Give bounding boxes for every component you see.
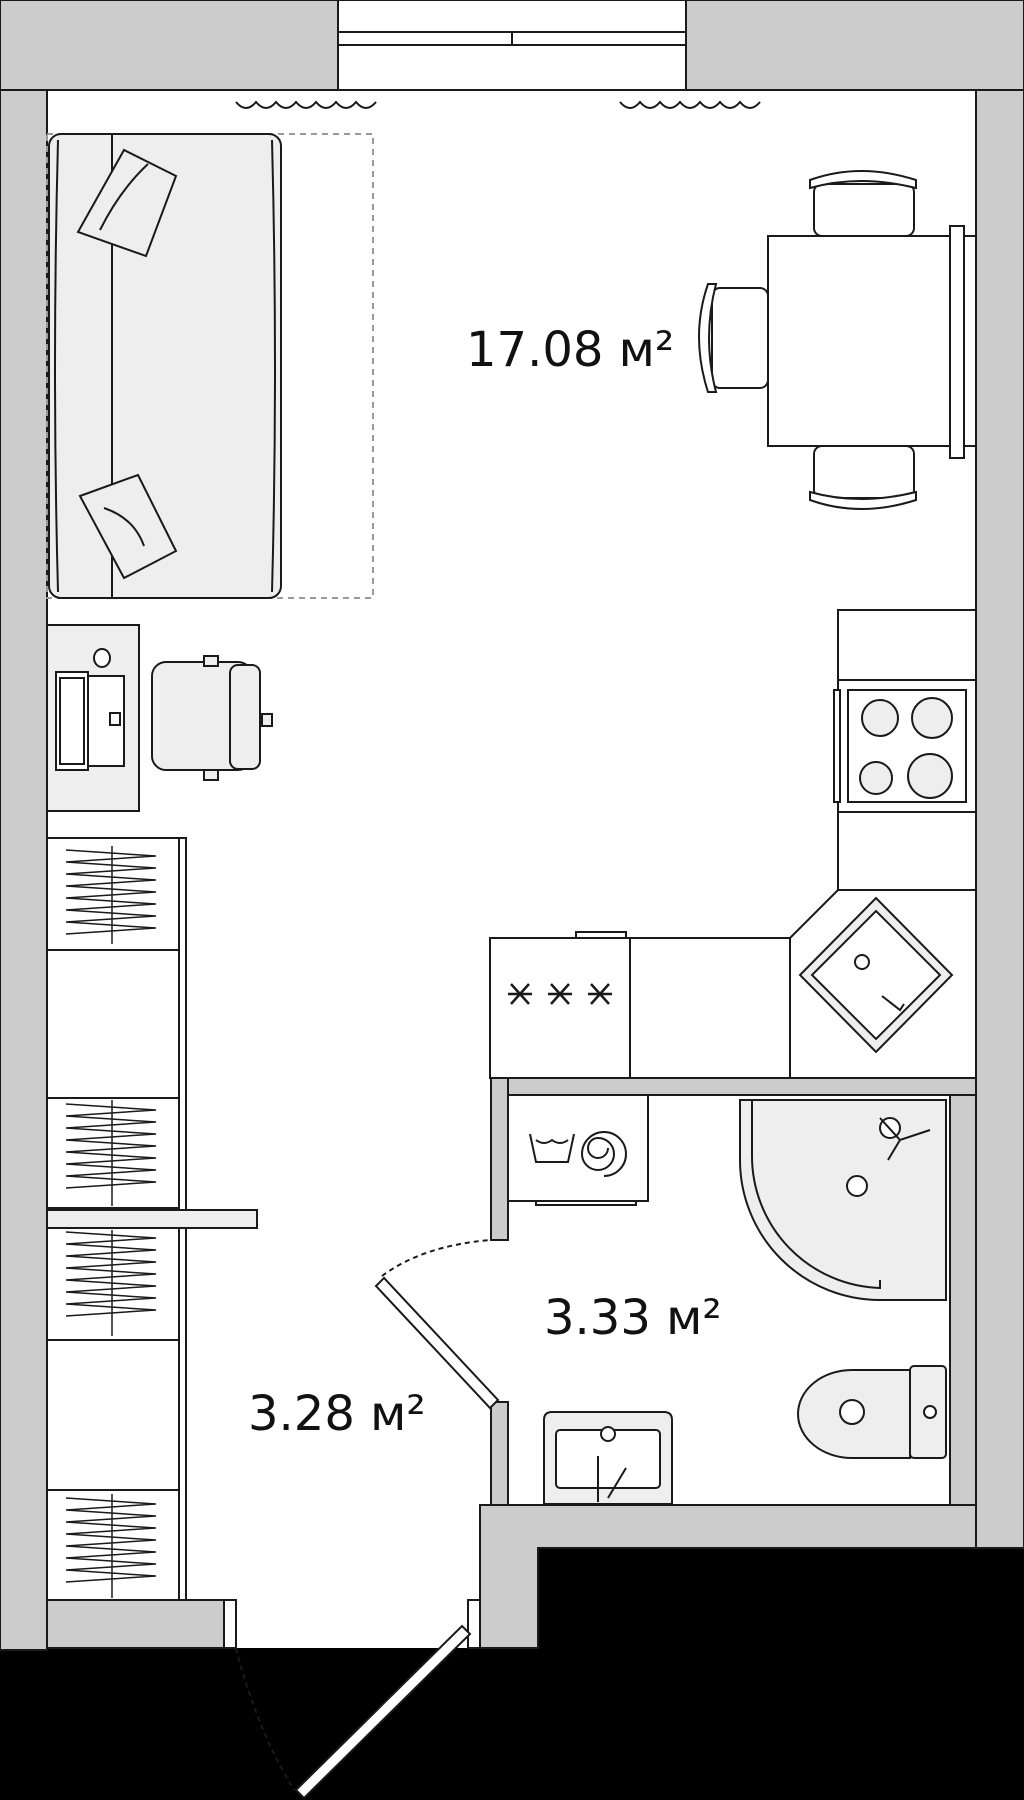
exterior-bottom bbox=[0, 1648, 1024, 1800]
curtain-right bbox=[619, 100, 761, 109]
living-room-area: 17.08 м² bbox=[466, 322, 674, 378]
bathroom-area: 3.33 м² bbox=[544, 1290, 722, 1346]
desk-chair bbox=[151, 655, 273, 781]
pillow-top bbox=[76, 148, 178, 258]
sofa bbox=[46, 133, 374, 599]
entrance-door[interactable] bbox=[223, 1599, 481, 1800]
curtain-left bbox=[235, 100, 377, 109]
walls bbox=[0, 0, 1024, 1651]
exterior-right bbox=[538, 1548, 1024, 1658]
shower bbox=[739, 1099, 947, 1301]
bathroom-sink bbox=[543, 1411, 673, 1505]
snowflake-icon bbox=[508, 983, 612, 1005]
pillow-bottom bbox=[78, 473, 178, 580]
kitchen bbox=[489, 609, 977, 1079]
toilet bbox=[797, 1365, 947, 1459]
bathroom-door-swing bbox=[381, 1239, 491, 1277]
wash-basin-icon bbox=[529, 1133, 575, 1163]
window bbox=[337, 0, 687, 91]
wardrobe bbox=[46, 837, 258, 1601]
hallway-area: 3.28 м² bbox=[248, 1386, 426, 1442]
dining-set bbox=[698, 170, 977, 510]
bathroom-door[interactable] bbox=[374, 1276, 500, 1410]
spiral-icon bbox=[580, 1131, 627, 1177]
desk bbox=[46, 624, 140, 812]
washing-machine bbox=[507, 1094, 649, 1206]
